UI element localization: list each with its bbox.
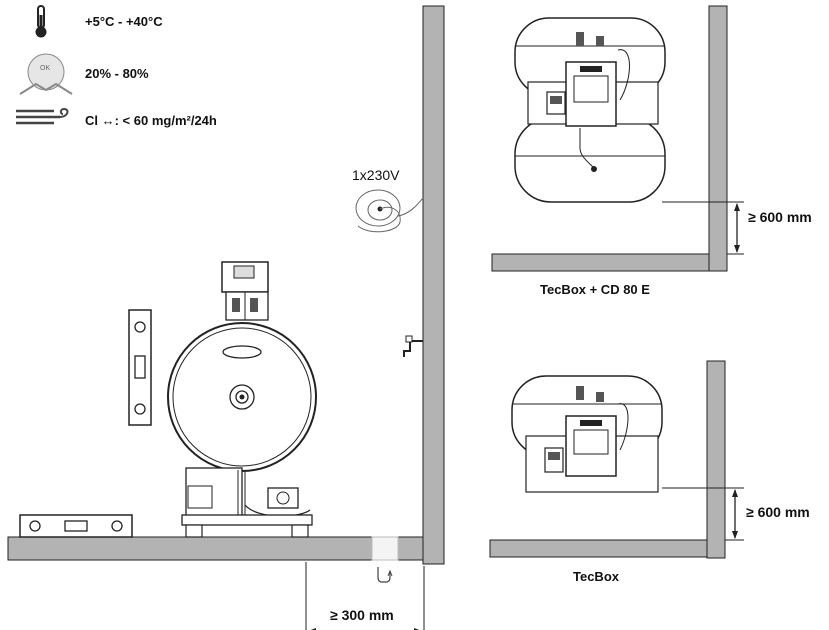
humidity-icon: OK [19,53,73,95]
water-tap [403,335,423,357]
spirit-level-vertical [128,309,152,426]
floor-slab-right [397,536,424,561]
floor-clearance-label: ≥ 300 mm [330,607,394,623]
spirit-level-horizontal [19,514,133,538]
tecbox-side-view [511,375,663,493]
caption-bottom: TecBox [573,569,619,584]
power-cable [355,189,424,233]
tecbox-front-view [167,261,317,538]
power-label: 1x230V [352,167,400,183]
humidity-range: 20% - 80% [85,66,149,81]
tecbox-cd80e-view [514,17,666,203]
chlorine-limit: Cl ↔: < 60 mg/m²/24h [85,113,217,128]
floor-bottom-right [489,539,708,558]
caption-top: TecBox + CD 80 E [540,282,650,297]
wall-top-right [708,5,728,272]
clearance-bottom-label: ≥ 600 mm [746,504,810,520]
svg-text:OK: OK [40,65,50,72]
floor-slab [7,536,373,561]
wind-icon [16,107,69,125]
thermometer-icon [35,5,47,38]
clearance-top-label: ≥ 600 mm [748,209,812,225]
wall [422,5,445,565]
floor-drain [371,536,399,561]
wall-bottom-right [706,360,726,559]
temperature-range: +5°C - +40°C [85,14,163,29]
floor-top-right [491,253,710,272]
